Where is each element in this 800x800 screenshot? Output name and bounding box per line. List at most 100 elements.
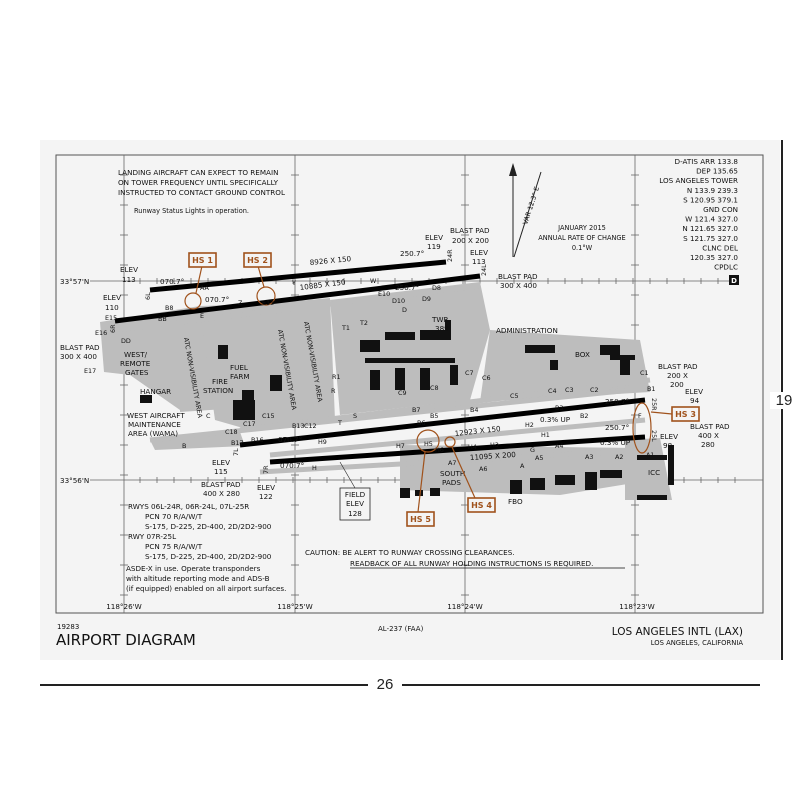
svg-text:0.3% UP: 0.3% UP	[600, 438, 631, 447]
taxiway-label: E	[200, 312, 204, 320]
svg-text:389: 389	[435, 324, 449, 333]
svg-text:ELEV: ELEV	[470, 248, 488, 257]
taxiway-label: B7	[412, 406, 420, 414]
field-elev-label: FIELD	[345, 490, 366, 499]
svg-text:ELEV: ELEV	[425, 233, 443, 242]
taxiway-label: H4	[468, 443, 477, 451]
svg-text:READBACK OF ALL RUNWAY HOLDING: READBACK OF ALL RUNWAY HOLDING INSTRUCTI…	[350, 559, 593, 568]
airport-name: LOS ANGELES INTL (LAX)	[611, 626, 743, 638]
taxiway-label: A1	[646, 451, 654, 459]
svg-text:070.7°: 070.7°	[160, 277, 184, 286]
taxiway-label: DD	[121, 337, 131, 345]
svg-text:113: 113	[122, 275, 136, 284]
taxiway-label: A6	[479, 465, 487, 473]
taxiway-label: Z	[238, 299, 243, 307]
chart-code: AL-237 (FAA)	[378, 625, 424, 633]
svg-text:ELEV: ELEV	[212, 458, 230, 467]
pcn-note: RWYS 06L-24R, 06R-24L, 07L-25R PCN 70 R/…	[128, 502, 272, 561]
svg-text:ELEV: ELEV	[685, 387, 703, 396]
taxiway-label: E17	[84, 367, 96, 375]
runway-6L-24R	[149, 259, 447, 293]
rwsl-note: Runway Status Lights in operation.	[134, 207, 249, 215]
taxiway-label: W	[370, 277, 377, 285]
lat-label: 33°57'N	[60, 277, 89, 286]
svg-text:STATION: STATION	[203, 386, 233, 395]
frequency-line: CPDLC	[714, 263, 738, 272]
svg-text:LANDING AIRCRAFT CAN EXPECT TO: LANDING AIRCRAFT CAN EXPECT TO REMAIN	[118, 168, 278, 177]
svg-text:ADMINISTRATION: ADMINISTRATION	[496, 326, 558, 335]
hot-spot-markers	[184, 265, 673, 513]
hot-spot-label: HS 5	[410, 515, 431, 524]
runway-labels: 8926 X 150 10885 X 150 12923 X 150 11095…	[109, 249, 658, 474]
taxiway-label: C2	[590, 386, 599, 394]
frequency-line: D-ATIS ARR 133.8	[675, 157, 739, 166]
svg-text:98: 98	[663, 441, 673, 450]
width-label: 26	[368, 676, 402, 693]
svg-text:113: 113	[472, 257, 486, 266]
svg-text:FARM: FARM	[230, 372, 250, 381]
taxiway-label: B16	[251, 436, 264, 444]
hot-spot-box	[406, 511, 435, 527]
hot-spot-label: HS 4	[471, 501, 492, 510]
taxiway-label: B13	[292, 422, 305, 430]
taxiway-label: Y	[291, 279, 296, 287]
taxiway-label: C17	[243, 420, 256, 428]
svg-text:ELEV: ELEV	[257, 483, 275, 492]
caution-note: CAUTION: BE ALERT TO RUNWAY CROSSING CLE…	[305, 548, 625, 569]
taxiway-label: C3	[565, 386, 574, 394]
svg-text:200 X: 200 X	[667, 371, 688, 380]
taxiway-label: A4	[555, 442, 563, 450]
svg-text:400 X: 400 X	[698, 431, 719, 440]
runway-6R-24L	[114, 273, 481, 324]
taxiway-label: F	[638, 412, 642, 420]
svg-text:25L: 25L	[650, 430, 658, 442]
svg-text:BLAST PAD: BLAST PAD	[201, 480, 241, 489]
hot-spot-box	[467, 497, 496, 513]
taxiway-label: T2	[359, 319, 368, 327]
svg-text:AREA (WAMA): AREA (WAMA)	[128, 429, 178, 438]
frequency-line: N 121.65 327.0	[682, 224, 738, 233]
variation-rate: 0.1°W	[572, 244, 593, 252]
field-elev-label: ELEV	[346, 499, 364, 508]
taxiway-label: D9	[422, 295, 431, 303]
svg-text:WEST/: WEST/	[124, 350, 148, 359]
svg-text:070.7°: 070.7°	[278, 435, 302, 444]
taxiway-label: G	[530, 446, 535, 454]
taxiway-label: C4	[548, 387, 557, 395]
svg-text:S-175, D-225, 2D-400, 2D/2D2-9: S-175, D-225, 2D-400, 2D/2D2-900	[145, 552, 272, 561]
lat-label: 33°56'N	[60, 476, 89, 485]
svg-text:ASDE-X in use. Operate transpo: ASDE-X in use. Operate transponders	[126, 564, 261, 573]
taxiway-label: B2	[580, 412, 588, 420]
svg-text:7L: 7L	[232, 448, 240, 456]
lon-label: 118°24'W	[447, 602, 483, 611]
taxiway-label: R	[331, 387, 336, 395]
taxiway-label: B6	[417, 419, 425, 427]
taxiway-label: B4	[470, 406, 478, 414]
frequency-line: S 120.95 379.1	[683, 195, 738, 204]
buildings	[140, 320, 674, 500]
taxiway-label: C7	[465, 369, 474, 377]
chart-number: 19283	[57, 623, 80, 631]
svg-text:0.3% UP: 0.3% UP	[540, 415, 571, 424]
hot-spot-box	[188, 252, 217, 268]
svg-text:WEST AIRCRAFT: WEST AIRCRAFT	[127, 411, 185, 420]
svg-text:119: 119	[427, 242, 441, 251]
taxiway-label: B8	[165, 304, 173, 312]
taxiway-label: B	[182, 442, 186, 450]
variation-rate-label: ANNUAL RATE OF CHANGE	[538, 234, 625, 242]
svg-text:8926 X 150: 8926 X 150	[309, 254, 352, 267]
taxiway-label: E16	[95, 329, 107, 337]
svg-text:122: 122	[259, 492, 273, 501]
svg-text:ELEV: ELEV	[660, 432, 678, 441]
svg-text:RWYS 06L-24R, 06R-24L, 07L-25R: RWYS 06L-24R, 06R-24L, 07L-25R	[128, 502, 249, 511]
svg-text:24R: 24R	[446, 249, 454, 262]
tower-note: LANDING AIRCRAFT CAN EXPECT TO REMAIN ON…	[118, 168, 285, 197]
d-badge	[729, 275, 739, 285]
svg-text:MAINTENANCE: MAINTENANCE	[128, 420, 181, 429]
svg-text:BLAST PAD: BLAST PAD	[498, 272, 538, 281]
taxiway-label: A7	[448, 459, 456, 467]
frequency-line: 120.35 327.0	[690, 253, 738, 262]
frequency-line: GND CON	[703, 205, 738, 214]
svg-text:070.7°: 070.7°	[280, 461, 304, 470]
variation-date: JANUARY 2015	[557, 224, 606, 232]
